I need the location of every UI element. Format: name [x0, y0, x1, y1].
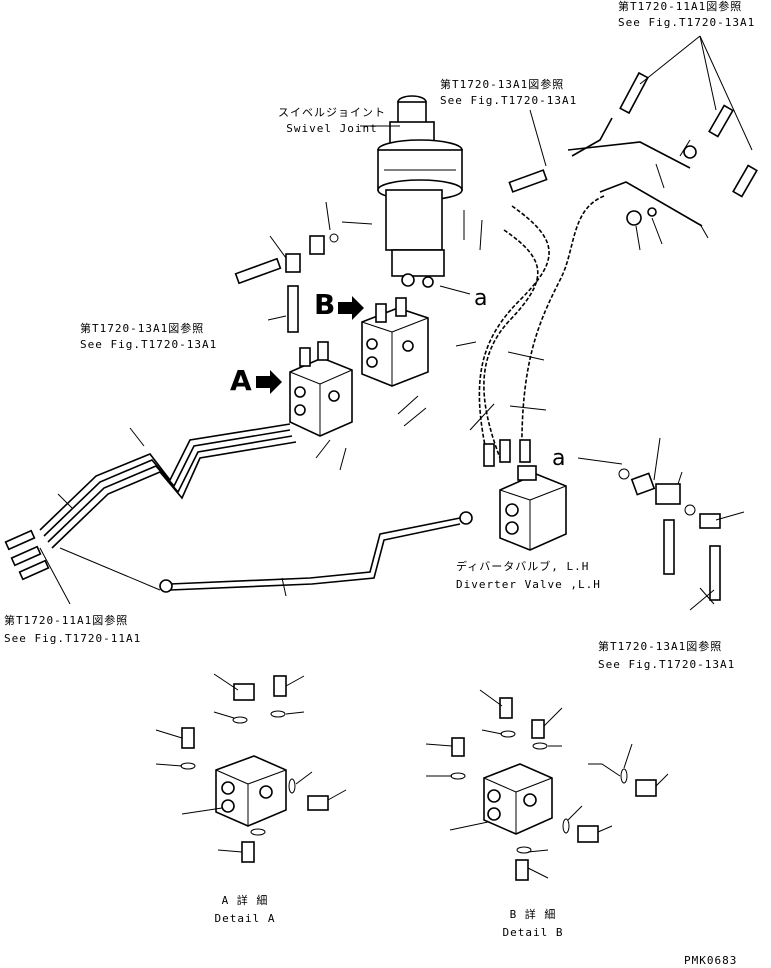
- leader-lines: [39, 35, 753, 879]
- swivel-joint-label-jp: スイベルジョイント: [278, 106, 386, 119]
- detail-a-label-jp: A 詳 細: [221, 894, 269, 907]
- marker-a-diverter: a: [552, 446, 566, 471]
- drawing-code: PMK0683: [684, 954, 738, 967]
- swivel-joint-drawing: [377, 95, 463, 288]
- swivel-joint-label-en: Swivel Joint: [286, 122, 378, 135]
- arrow-a: [256, 370, 282, 394]
- right-fittings: [618, 468, 721, 601]
- valve-block-a: [289, 341, 353, 437]
- arrow-b: [338, 296, 364, 320]
- ref-right-bottom-jp: 第T1720-13A1図参照: [598, 640, 723, 653]
- ref-left-mid-en: See Fig.T1720-13A1: [80, 338, 218, 351]
- marker-b: B: [314, 288, 336, 321]
- ref-top-right-jp: 第T1720-11A1図参照: [618, 0, 743, 13]
- diverter-valve-drawing: [499, 465, 567, 551]
- ref-top-right-en: See Fig.T1720-13A1: [618, 16, 756, 29]
- ref-left-bottom-en: See Fig.T1720-11A1: [4, 632, 142, 645]
- ref-top-center-jp: 第T1720-13A1図参照: [440, 78, 565, 91]
- ref-right-bottom-en: See Fig.T1720-13A1: [598, 658, 736, 671]
- ref-left-mid-jp: 第T1720-13A1図参照: [80, 322, 205, 335]
- diverter-valve-label-en: Diverter Valve ,L.H: [456, 578, 601, 591]
- left-fittings: [234, 233, 339, 333]
- detail-a-label-en: Detail A: [214, 912, 276, 925]
- detail-b-label-en: Detail B: [502, 926, 564, 939]
- valve-block-b: [361, 297, 429, 387]
- detail-a-drawing: [180, 675, 329, 863]
- detail-b-drawing: [450, 697, 657, 881]
- ref-top-center-en: See Fig.T1720-13A1: [440, 94, 578, 107]
- diverter-valve-label-jp: ディバータバルブ, L.H: [456, 560, 590, 573]
- hose-bundle: [478, 195, 605, 467]
- marker-a-swivel: a: [474, 286, 488, 311]
- detail-b-label-jp: B 詳 細: [509, 908, 557, 921]
- ref-left-bottom-jp: 第T1720-11A1図参照: [4, 614, 129, 627]
- marker-a-upper: A: [230, 364, 252, 397]
- long-pipes: [4, 423, 473, 593]
